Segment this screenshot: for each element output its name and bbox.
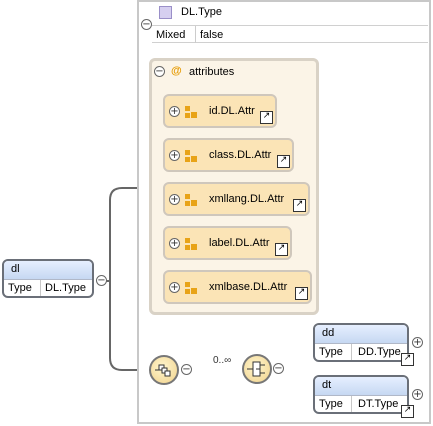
type-divider — [40, 280, 41, 296]
dl-collapse-icon[interactable]: − — [96, 275, 107, 286]
link-icon[interactable]: ↗ — [277, 155, 290, 168]
attributes-title: attributes — [189, 66, 235, 78]
link-icon[interactable]: ↗ — [275, 243, 288, 256]
element-dt[interactable]: dt Type DT.Type — [313, 375, 409, 414]
mixed-divider — [195, 26, 196, 43]
type-divider — [351, 344, 352, 360]
element-name: dd — [315, 325, 407, 343]
expand-icon[interactable]: + — [169, 106, 180, 117]
link-icon[interactable]: ↗ — [295, 287, 308, 300]
attribute-group-label: xmlbase.DL.Attr — [209, 281, 288, 293]
occurrence-label: 0..∞ — [213, 355, 232, 366]
sequence-symbol — [155, 364, 171, 377]
expand-icon[interactable]: + — [169, 238, 180, 249]
mixed-row — [152, 25, 428, 43]
attribute-group-icon — [185, 282, 197, 294]
mixed-value: false — [200, 29, 224, 41]
attribute-group-icon — [185, 238, 197, 250]
attribute-group-icon — [185, 106, 197, 118]
type-label: Type — [319, 398, 343, 410]
type-collapse-icon[interactable]: − — [141, 19, 152, 30]
attribute-group-id[interactable]: + id.DL.Attr ↗ — [163, 94, 277, 128]
attribute-group-class[interactable]: + class.DL.Attr ↗ — [163, 138, 294, 172]
choice-compositor-icon[interactable] — [242, 354, 272, 384]
type-value: DD.Type — [358, 346, 401, 358]
attribute-group-label: class.DL.Attr — [209, 149, 272, 161]
attribute-group-xmlbase[interactable]: + xmlbase.DL.Attr ↗ — [163, 270, 312, 304]
sequence-collapse-icon[interactable]: − — [181, 364, 192, 375]
attribute-group-label: label.DL.Attr — [209, 237, 270, 249]
element-type-row: Type DT.Type — [315, 395, 407, 412]
element-dd[interactable]: dd Type DD.Type — [313, 323, 409, 362]
mixed-label: Mixed — [156, 29, 186, 41]
type-label: Type — [319, 346, 343, 358]
link-icon[interactable]: ↗ — [293, 199, 306, 212]
choice-collapse-icon[interactable]: − — [273, 363, 284, 374]
type-title: DL.Type — [181, 6, 222, 18]
expand-icon[interactable]: + — [169, 282, 180, 293]
element-name: dt — [315, 377, 407, 395]
attribute-group-label: id.DL.Attr — [209, 105, 255, 117]
attributes-collapse-icon[interactable]: − — [154, 66, 165, 77]
choice-symbol — [247, 361, 265, 377]
link-icon[interactable]: ↗ — [401, 353, 414, 366]
dd-expand-icon[interactable]: + — [412, 337, 423, 348]
attribute-group-icon — [185, 150, 197, 162]
link-icon[interactable]: ↗ — [401, 405, 414, 418]
expand-icon[interactable]: + — [169, 150, 180, 161]
type-label: Type — [8, 282, 32, 294]
attribute-group-xmllang[interactable]: + xmllang.DL.Attr ↗ — [163, 182, 310, 216]
element-type-row: Type DL.Type — [4, 279, 92, 296]
element-type-row: Type DD.Type — [315, 343, 407, 360]
type-divider — [351, 396, 352, 412]
attribute-at-icon: @ — [171, 65, 182, 77]
link-icon[interactable]: ↗ — [260, 111, 273, 124]
element-dl[interactable]: dl Type DL.Type — [2, 259, 94, 298]
expand-icon[interactable]: + — [169, 194, 180, 205]
type-value: DL.Type — [45, 282, 86, 294]
attribute-group-icon — [185, 194, 197, 206]
dt-expand-icon[interactable]: + — [412, 389, 423, 400]
type-value: DT.Type — [358, 398, 399, 410]
complex-type-icon — [159, 6, 172, 19]
element-name: dl — [4, 261, 92, 279]
sequence-compositor-icon[interactable] — [149, 355, 179, 385]
attribute-group-label: xmllang.DL.Attr — [209, 193, 285, 205]
attribute-group-label[interactable]: + label.DL.Attr ↗ — [163, 226, 292, 260]
